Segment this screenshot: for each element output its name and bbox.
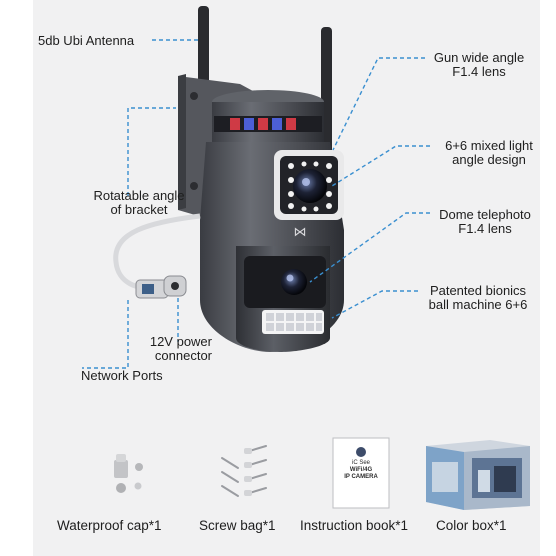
callout-dome-line2: F1.4 lens xyxy=(458,221,512,236)
booklet-text: iC See WiFi/4G IP CAMERA xyxy=(333,460,389,481)
callout-antenna: 5db Ubi Antenna xyxy=(38,33,135,48)
accessory-book-label: Instruction book*1 xyxy=(300,518,409,533)
booklet-line1: iC See xyxy=(351,460,370,466)
callout-dome-line1: Dome telephoto xyxy=(439,207,531,222)
callout-mixed-line1: 6+6 mixed light xyxy=(445,138,533,153)
accessory-screw-label: Screw bag*1 xyxy=(199,518,276,533)
color-box-image xyxy=(426,440,530,510)
callout-gun-line1: Gun wide angle xyxy=(433,50,525,65)
callout-gun-line2: F1.4 lens xyxy=(452,64,506,79)
accessory-box-label: Color box*1 xyxy=(436,518,507,533)
cable xyxy=(113,213,201,290)
accessory-cap-label: Waterproof cap*1 xyxy=(57,518,162,533)
booklet-line2: WiFi/4G xyxy=(349,467,373,473)
booklet-line3: IP CAMERA xyxy=(344,474,378,480)
callout-bionics-line1: Patented bionics xyxy=(429,283,527,298)
callout-bionics-line2: ball machine 6+6 xyxy=(428,297,528,312)
callout-bracket-line2: of bracket xyxy=(110,202,168,217)
callout-bracket-line1: Rotatable angle xyxy=(93,188,185,203)
callout-power-line1: 12V power xyxy=(149,334,212,349)
callout-network: Network Ports xyxy=(81,368,163,383)
waterproof-cap-image xyxy=(114,454,143,493)
screw-bag-image xyxy=(221,445,267,497)
callout-power-line2: connector xyxy=(154,348,212,363)
svg-text:⋈: ⋈ xyxy=(294,224,307,239)
callout-mixed-line2: angle design xyxy=(452,152,526,167)
